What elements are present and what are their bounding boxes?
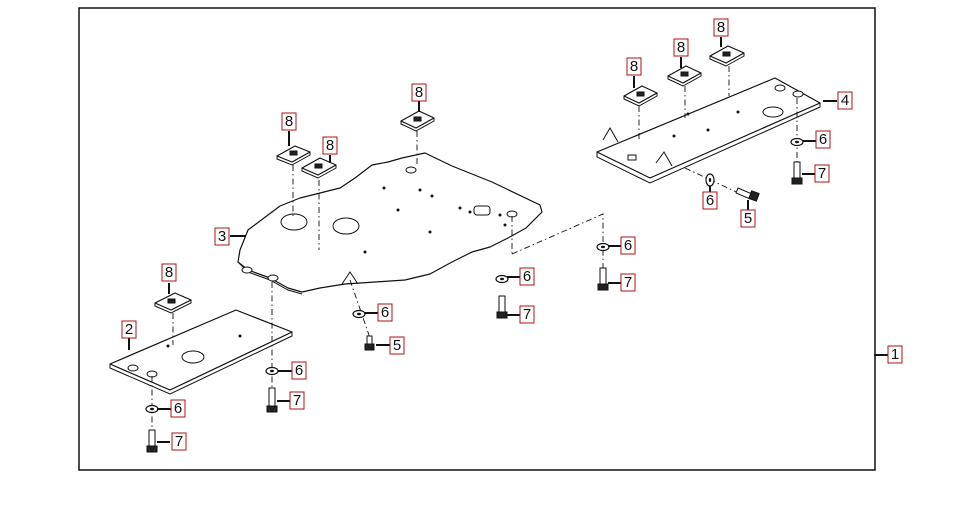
- callout-6-washer: 6: [377, 303, 393, 322]
- assembly-frame: [78, 7, 876, 471]
- callout-label: 8: [630, 58, 638, 75]
- callout-label: 3: [218, 228, 226, 245]
- callout-label: 4: [841, 92, 849, 109]
- callout-label: 6: [174, 400, 182, 417]
- clip-nut: [400, 110, 435, 132]
- callout-8-clip-nut: 8: [713, 18, 729, 37]
- callout-8-clip-nut: 8: [161, 263, 177, 282]
- callout-label: 8: [165, 264, 173, 281]
- callout-label: 6: [381, 304, 389, 321]
- washer: [705, 173, 715, 187]
- callout-4-rear-right-plate: 4: [837, 91, 853, 110]
- callout-6-washer: 6: [291, 361, 307, 380]
- callout-7-bolt: 7: [519, 305, 535, 324]
- callout-label: 6: [819, 131, 827, 148]
- callout-7-bolt: 7: [289, 391, 305, 410]
- callout-7-bolt: 7: [620, 273, 636, 292]
- callout-label: 8: [717, 19, 725, 36]
- callout-label: 7: [293, 392, 301, 409]
- callout-label: 6: [624, 237, 632, 254]
- callout-6-washer: 6: [519, 267, 535, 286]
- washer: [145, 404, 159, 414]
- clip-nut: [276, 145, 311, 166]
- center-skid-plate: [237, 152, 543, 295]
- callout-label: 8: [677, 39, 685, 56]
- callout-8-clip-nut: 8: [411, 83, 427, 102]
- washer: [596, 242, 610, 252]
- callout-8-clip-nut: 8: [626, 57, 642, 76]
- washer: [352, 309, 366, 319]
- front-left-skid-plate: [109, 309, 293, 395]
- clip-nut: [623, 85, 658, 107]
- callout-1-assembly: 1: [887, 345, 903, 364]
- washer: [495, 274, 509, 284]
- callout-5-screw: 5: [740, 209, 756, 228]
- callout-2-front-left-plate: 2: [121, 320, 137, 339]
- clip-nut: [709, 45, 745, 67]
- clip-nut: [154, 292, 192, 314]
- callout-8-clip-nut: 8: [673, 38, 689, 57]
- callout-label: 6: [523, 268, 531, 285]
- callout-7-bolt: 7: [171, 432, 187, 451]
- callout-label: 6: [706, 192, 714, 209]
- callout-5-screw: 5: [389, 336, 405, 355]
- callout-label: 6: [295, 362, 303, 379]
- callout-label: 8: [415, 84, 423, 101]
- callout-6-washer: 6: [170, 399, 186, 418]
- clip-nut: [667, 65, 702, 87]
- bolt: [266, 387, 278, 413]
- callout-label: 7: [523, 306, 531, 323]
- callout-label: 5: [744, 210, 752, 227]
- bolt: [597, 267, 609, 291]
- callout-label: 7: [624, 274, 632, 291]
- callout-6-washer: 6: [815, 130, 831, 149]
- bolt: [496, 295, 508, 319]
- callout-6-washer: 6: [620, 236, 636, 255]
- rear-right-skid-plate: [596, 77, 821, 184]
- callout-3-center-plate: 3: [214, 227, 230, 246]
- callout-8-clip-nut: 8: [322, 136, 338, 155]
- callout-8-clip-nut: 8: [281, 112, 297, 131]
- callout-label: 2: [125, 321, 133, 338]
- callout-7-bolt: 7: [814, 164, 830, 183]
- callout-label: 8: [285, 113, 293, 130]
- screw: [735, 187, 760, 202]
- callout-6-washer: 6: [702, 191, 718, 210]
- washer: [790, 137, 804, 147]
- washer: [265, 366, 279, 376]
- callout-label: 8: [326, 137, 334, 154]
- leader-lines: [128, 37, 888, 443]
- callout-label: 7: [818, 165, 826, 182]
- clip-nut: [301, 157, 337, 179]
- bolt: [791, 161, 803, 185]
- callout-label: 5: [393, 337, 401, 354]
- callout-label: 7: [175, 433, 183, 450]
- assembly-center-lines: [151, 66, 798, 430]
- screw: [364, 335, 375, 351]
- bolt: [146, 429, 158, 453]
- callout-label: 1: [891, 346, 899, 363]
